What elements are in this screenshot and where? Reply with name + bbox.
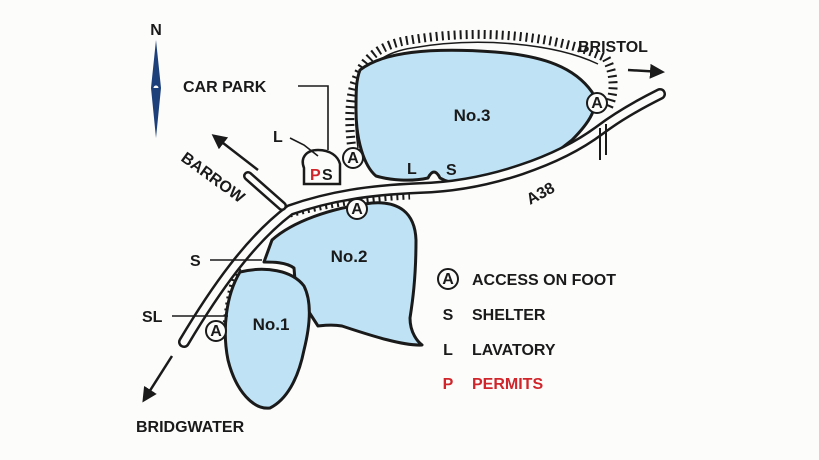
lavatory-carpark-label: L xyxy=(273,129,283,146)
legend-lavatory: L LAVATORY xyxy=(443,342,556,359)
access-point-bristol: A xyxy=(586,92,608,114)
car-park-label: CAR PARK xyxy=(183,79,267,96)
legend-access: A ACCESS ON FOOT xyxy=(437,268,616,290)
barrow-road xyxy=(243,171,287,211)
bristol-label: BRISTOL xyxy=(578,39,648,56)
car-park-leader xyxy=(298,85,329,150)
access-point-bristol-letter: A xyxy=(591,95,603,112)
lake2-label: No.2 xyxy=(331,247,368,266)
barrow-label: BARROW xyxy=(178,149,248,207)
shelter-carpark-label: S xyxy=(322,167,333,184)
north-arrow-upper-icon xyxy=(151,40,161,88)
lavatory-road-label: L xyxy=(407,161,417,178)
bridgwater-label: BRIDGWATER xyxy=(136,419,245,436)
shelter-lavatory-lake1-label: SL xyxy=(142,309,163,326)
access-point-lake2: A xyxy=(346,198,368,220)
bridgwater-arrow-icon xyxy=(142,355,174,403)
shelter-lake2-label: S xyxy=(190,253,201,270)
bristol-arrow-icon xyxy=(627,63,665,79)
access-point-carpark: A xyxy=(342,147,364,169)
main-road xyxy=(178,88,666,348)
access-icon xyxy=(437,268,459,290)
lake-no2 xyxy=(262,201,424,347)
access-point-lake2-letter: A xyxy=(351,201,363,218)
legend-shelter-symbol: S xyxy=(443,307,454,324)
permit-carpark-label: P xyxy=(310,167,321,184)
lake3-label: No.3 xyxy=(454,106,491,125)
legend-shelter-text: SHELTER xyxy=(472,307,546,324)
access-point-carpark-letter: A xyxy=(347,150,359,167)
legend-permits: P PERMITS xyxy=(443,376,544,393)
legend-shelter: S SHELTER xyxy=(443,307,546,324)
legend-lavatory-symbol: L xyxy=(443,342,453,359)
legend: A ACCESS ON FOOT S SHELTER L LAVATORY P … xyxy=(437,268,616,393)
legend-access-text: ACCESS ON FOOT xyxy=(472,272,616,289)
north-arrow: N xyxy=(150,22,162,138)
a38-label: A38 xyxy=(524,180,558,209)
access-point-lake1: A xyxy=(205,320,227,342)
legend-permits-text: PERMITS xyxy=(472,376,543,393)
shelter-road-label: S xyxy=(446,162,457,179)
car-park-area xyxy=(301,148,342,186)
lavatory-carpark-leader xyxy=(289,137,319,157)
lake-no1 xyxy=(223,267,311,410)
barrow-arrow-icon xyxy=(211,134,259,171)
legend-permits-symbol: P xyxy=(443,376,454,393)
north-label: N xyxy=(150,22,162,39)
legend-access-symbol: A xyxy=(442,271,454,288)
lake1-label: No.1 xyxy=(253,315,290,334)
legend-lavatory-text: LAVATORY xyxy=(472,342,556,359)
access-point-lake1-letter: A xyxy=(210,323,222,340)
north-arrow-lower-icon xyxy=(151,88,161,138)
